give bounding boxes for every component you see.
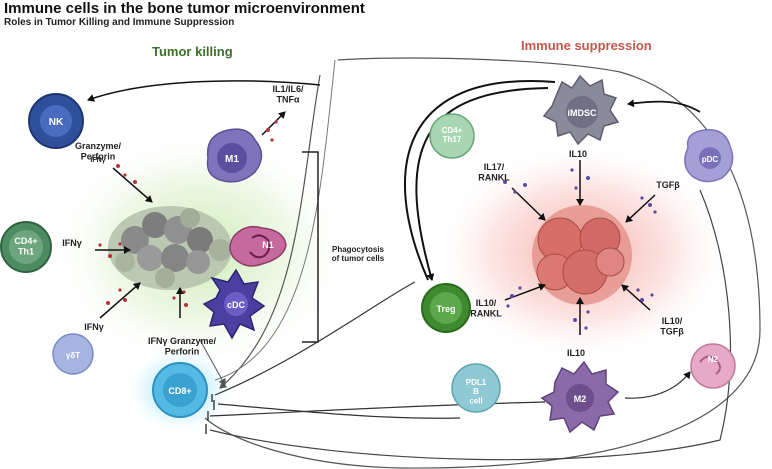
granzyme-arrow <box>112 167 153 203</box>
m1-cytokine-arrow <box>261 111 286 136</box>
il17-arrow <box>511 187 546 221</box>
figure-title: Immune cells in the bone tumor microenvi… <box>4 0 365 17</box>
ifng-small-label: IFNγ <box>90 157 105 164</box>
pdc-to-cd8-curve <box>209 189 732 461</box>
ifng-th1-label: IFNγ <box>62 238 82 248</box>
imdsc-label: iMDSC <box>568 108 598 118</box>
treg-to-cd8-curve <box>214 281 416 396</box>
m2-to-n2-arrow <box>624 371 691 399</box>
cd4-th17-cell: CD4+Th17 <box>429 113 475 159</box>
imdsc-to-treg-curve <box>415 87 549 281</box>
outer-suppression-loop <box>204 57 761 469</box>
cdc-label: cDC <box>227 300 246 310</box>
m2-label: M2 <box>574 394 587 404</box>
phagocytosis-bracket <box>302 151 319 343</box>
ifng-gdt-label: IFNγ <box>84 322 104 332</box>
nk-label: NK <box>49 117 64 128</box>
treg-label: Treg <box>436 304 455 314</box>
pdc-cell: pDC <box>684 129 734 183</box>
immune-suppression-heading: Immune suppression <box>521 38 652 53</box>
treg-cell: Treg <box>421 283 471 333</box>
figure-subtitle: Roles in Tumor Killing and Immune Suppre… <box>4 17 235 28</box>
cd4-th1-label: CD4+Th1 <box>14 236 37 256</box>
il10-tgfb-label: IL10/TGFβ <box>660 316 684 336</box>
ifng-granzyme-perforin-label: IFNγ Granzyme/Perforin <box>148 336 217 356</box>
imdsc-cell: iMDSC <box>542 74 620 146</box>
m2-to-cd8-curve <box>209 401 546 417</box>
pdl1-to-cd8-curve <box>217 403 461 419</box>
cdc-cell: cDC <box>202 268 266 340</box>
cd8-label: CD8+ <box>168 386 191 396</box>
tumor-mass-left <box>108 206 232 290</box>
il10-top-label: IL10 <box>569 149 587 159</box>
cd4-th1-cell: CD4+Th1 <box>0 221 52 273</box>
cd4-th17-label: CD4+Th17 <box>442 126 463 144</box>
il10-rankl-label: IL10/RANKL <box>470 298 502 318</box>
il1-il6-tnfa-label: IL1/IL6/TNFα <box>272 84 304 104</box>
suppressive-dots <box>503 168 657 330</box>
n2-cell: N2 <box>690 343 736 389</box>
cdc-to-cd8-arrow <box>199 339 226 386</box>
m2-cell: M2 <box>540 360 620 434</box>
gdt-label: γδT <box>66 351 80 360</box>
nk-cell: NK <box>28 93 84 149</box>
granzyme-perforin-label: Granzyme/Perforin <box>75 141 122 161</box>
tgfb-arrow <box>625 194 656 223</box>
m1-label: M1 <box>225 154 239 165</box>
m1-to-cd8-curve <box>219 74 321 389</box>
cd8-cell: CD8+ <box>152 362 208 418</box>
imdsc-to-treg-curve-2 <box>403 80 556 281</box>
il10-bottom-label: IL10 <box>567 348 585 358</box>
pdc-label: pDC <box>702 155 719 164</box>
tgfb-label: TGFβ <box>656 180 680 190</box>
m1-cell: M1 <box>206 128 263 183</box>
n2-label: N2 <box>708 355 719 364</box>
gdt-cell: γδT <box>52 333 94 375</box>
il17-rankl-label: IL17/RANKL <box>478 162 510 182</box>
outer-curve-left <box>214 59 336 381</box>
tumor-killing-heading: Tumor killing <box>152 44 233 59</box>
n1-cell: N1 <box>229 225 287 267</box>
n1-label: N1 <box>262 240 274 250</box>
cytokine-dots <box>98 120 278 307</box>
to-nk-arrow <box>87 80 321 102</box>
tumor-mass-right <box>532 205 632 305</box>
il10-tgfb-arrow <box>621 284 651 311</box>
ifng-gdt-arrow <box>99 282 141 319</box>
pdc-to-imdsc-arrow <box>627 99 701 113</box>
